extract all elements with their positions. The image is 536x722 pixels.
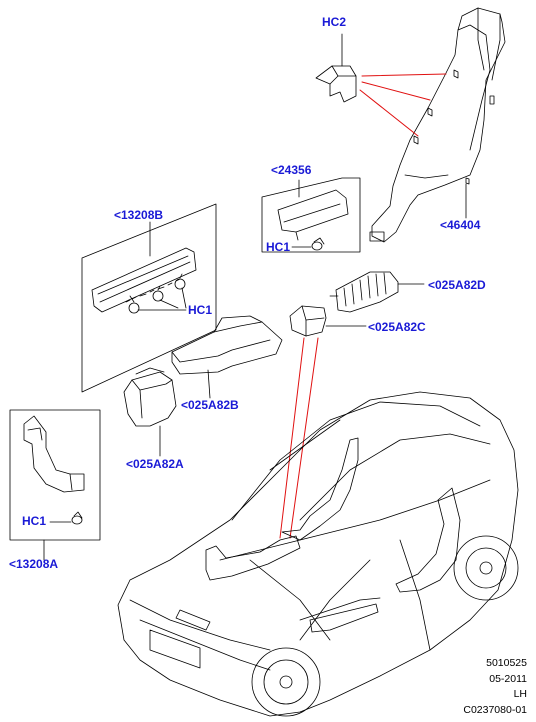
drawing-code: C0237080-01 — [463, 703, 527, 716]
callout-hc1-top: HC1 — [266, 240, 291, 254]
bracket-025a82c — [289, 305, 367, 337]
callout-hc2: HC2 — [322, 15, 347, 29]
callout-46404: <46404 — [440, 218, 481, 232]
callout-13208a: <13208A — [9, 557, 59, 571]
callout-025a82b: <025A82B — [181, 398, 239, 412]
callout-025a82c: <025A82C — [368, 320, 426, 334]
duct-025a82d — [329, 271, 425, 313]
callout-13208b: <13208B — [114, 208, 164, 222]
bracket-leader-lines — [279, 337, 319, 539]
callout-hc1-left: HC1 — [22, 514, 47, 528]
a-pillar-trim — [369, 7, 506, 243]
trim-025a82a — [123, 367, 177, 457]
callout-hc1-mid: HC1 — [188, 303, 213, 317]
drawing-date: 05-2011 — [489, 672, 527, 685]
panel-13208b-group — [81, 203, 217, 393]
drawing-side: LH — [513, 688, 527, 700]
panel-13208a-group — [9, 409, 101, 561]
hc2-leader-lines — [359, 73, 447, 137]
callout-025a82d: <025A82D — [428, 278, 486, 292]
callout-025a82a: <025A82A — [126, 457, 184, 471]
hc2-clip — [315, 33, 357, 103]
panel-24356-group — [261, 177, 361, 253]
drawing-number: 5010525 — [486, 657, 527, 669]
drawing-reference-block: 5010525 05-2011 LH C0237080-01 — [463, 656, 527, 718]
callout-24356: <24356 — [271, 163, 312, 177]
vehicle-outline — [117, 391, 519, 717]
trim-025a82b — [171, 315, 283, 399]
vehicle-trim-parts — [205, 437, 461, 633]
